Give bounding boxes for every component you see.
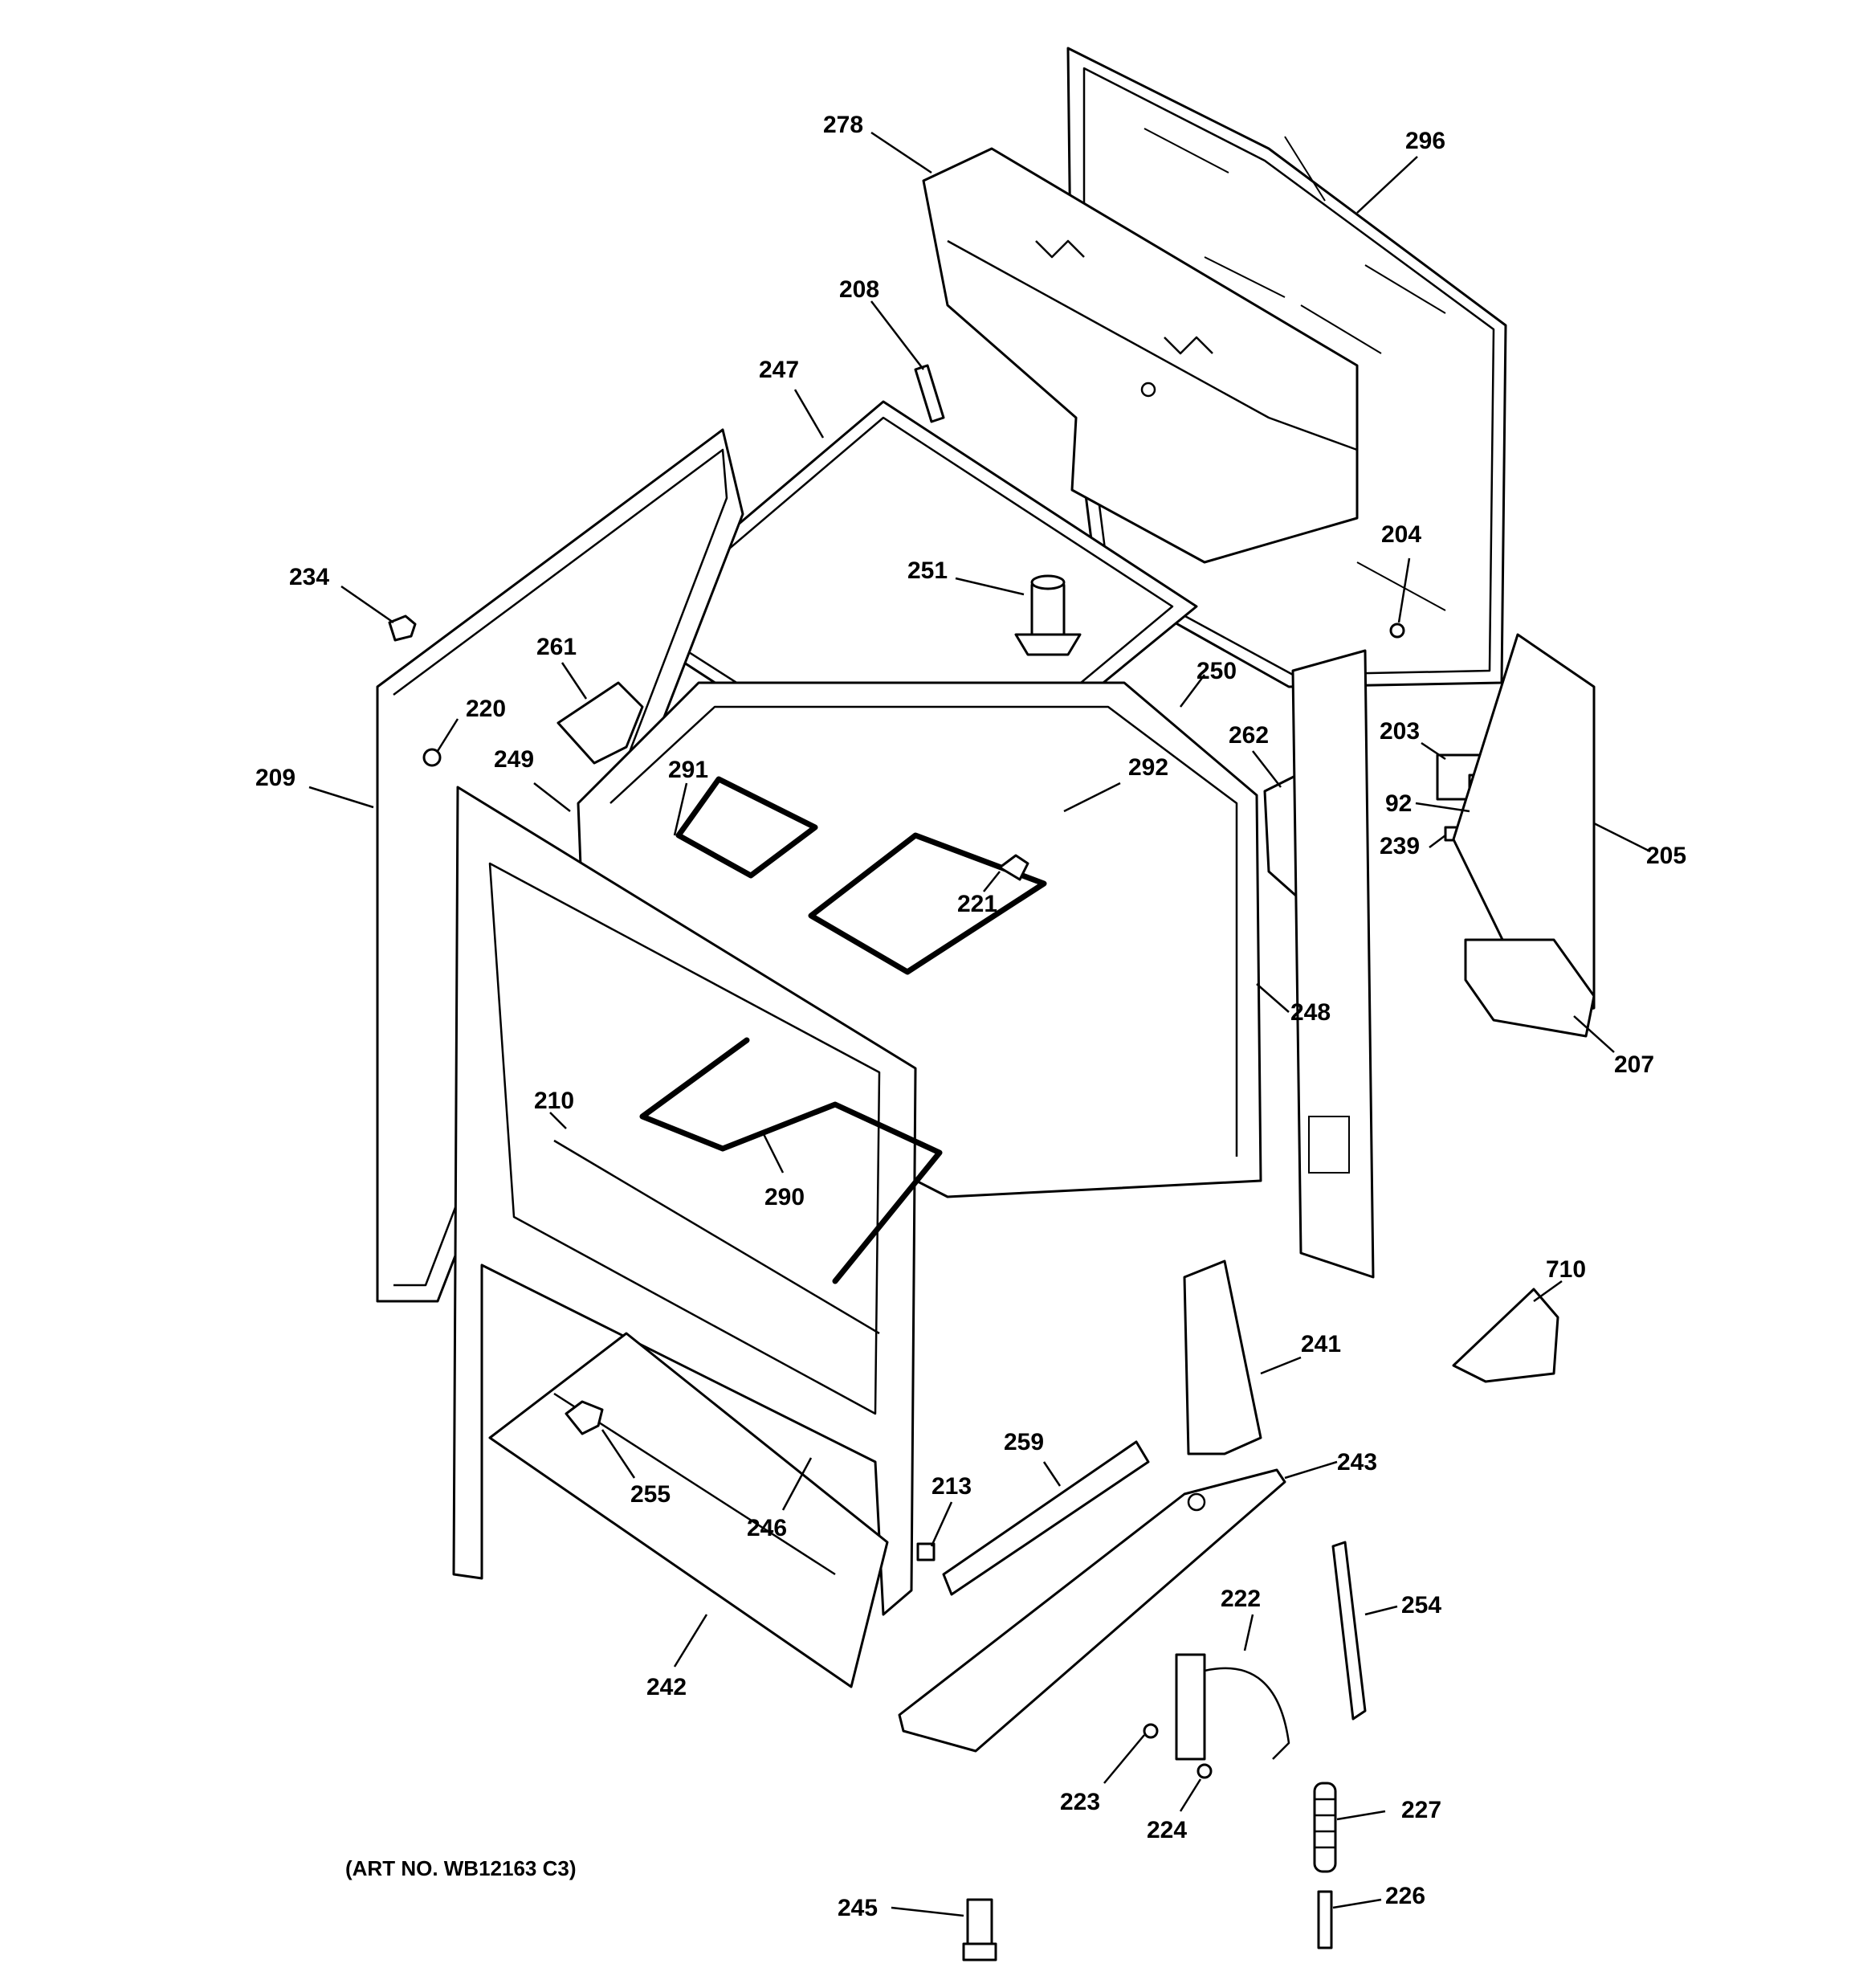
part-210-gasket (553, 1139, 880, 1335)
callout-291: 291 (668, 757, 708, 783)
callout-203: 203 (1380, 718, 1420, 745)
part-220-plug (422, 748, 442, 767)
callout-261: 261 (536, 634, 577, 660)
callout-259: 259 (1004, 1429, 1044, 1455)
part-241-leg (1183, 1259, 1262, 1455)
part-251-vent (1014, 574, 1082, 656)
callout-239: 239 (1380, 833, 1420, 859)
callout-290: 290 (764, 1184, 805, 1210)
part-205-207-rear-box (1452, 633, 1596, 1038)
part-222-hinge (1175, 1653, 1290, 1761)
callout-208: 208 (839, 276, 879, 303)
part-290-bake-element (639, 1037, 943, 1284)
callout-207: 207 (1614, 1051, 1654, 1078)
callout-210: 210 (534, 1088, 574, 1114)
part-245-leveling-leg (962, 1898, 997, 1961)
part-248-side-panel (1291, 649, 1375, 1279)
callout-226: 226 (1385, 1883, 1425, 1909)
callout-234: 234 (289, 564, 329, 590)
callout-227: 227 (1401, 1797, 1441, 1823)
callout-292: 292 (1128, 754, 1168, 781)
part-261-insulation (556, 681, 644, 765)
callout-710: 710 (1546, 1256, 1586, 1283)
leader-lines (308, 131, 1651, 1917)
callout-296: 296 (1405, 128, 1445, 154)
part-234-clip (388, 614, 417, 642)
callout-245: 245 (838, 1895, 878, 1921)
part-208-brace (914, 364, 945, 423)
callout-221: 221 (957, 891, 997, 917)
callout-213: 213 (932, 1473, 972, 1500)
part-291-broil-element (675, 776, 818, 879)
part-221-sensor (998, 854, 1029, 881)
art-number: (ART NO. WB12163 C3) (345, 1856, 577, 1880)
callout-262: 262 (1229, 722, 1269, 749)
callout-205: 205 (1646, 843, 1686, 869)
part-243-base-rail (898, 1468, 1286, 1753)
part-213-bracket (916, 1542, 936, 1561)
callout-250: 250 (1196, 658, 1237, 684)
callout-249: 249 (494, 746, 534, 773)
part-226-link (1317, 1890, 1333, 1949)
part-278-shield (922, 147, 1359, 564)
callout-255: 255 (630, 1481, 671, 1508)
part-223-screw (1143, 1723, 1159, 1739)
part-710-bracket (1452, 1288, 1559, 1383)
callout-278: 278 (823, 112, 863, 138)
part-259-channel (942, 1440, 1150, 1596)
part-204-screw (1389, 623, 1405, 639)
part-292-broil-element (808, 832, 1047, 975)
part-227-spring (1313, 1782, 1337, 1873)
callout-246: 246 (747, 1515, 787, 1541)
callout-209: 209 (255, 765, 296, 791)
part-249-front-frame (452, 786, 917, 1616)
callout-223: 223 (1060, 1789, 1100, 1815)
callout-247: 247 (759, 357, 799, 383)
part-254-hinge (1331, 1541, 1367, 1721)
callout-251: 251 (907, 557, 948, 584)
callout-92: 92 (1385, 790, 1412, 817)
callout-254: 254 (1401, 1592, 1441, 1619)
part-224-screw (1196, 1763, 1213, 1779)
callout-220: 220 (466, 696, 506, 722)
callout-204: 204 (1381, 521, 1421, 548)
callout-248: 248 (1290, 999, 1331, 1026)
callout-222: 222 (1221, 1586, 1261, 1612)
part-255-leveler (565, 1400, 604, 1435)
callout-243: 243 (1337, 1449, 1377, 1476)
callout-242: 242 (646, 1674, 687, 1700)
callout-224: 224 (1147, 1817, 1187, 1843)
callout-labels: 278 296 208 247 251 234 261 250 204 220 … (255, 112, 1686, 1921)
callout-241: 241 (1301, 1331, 1341, 1357)
